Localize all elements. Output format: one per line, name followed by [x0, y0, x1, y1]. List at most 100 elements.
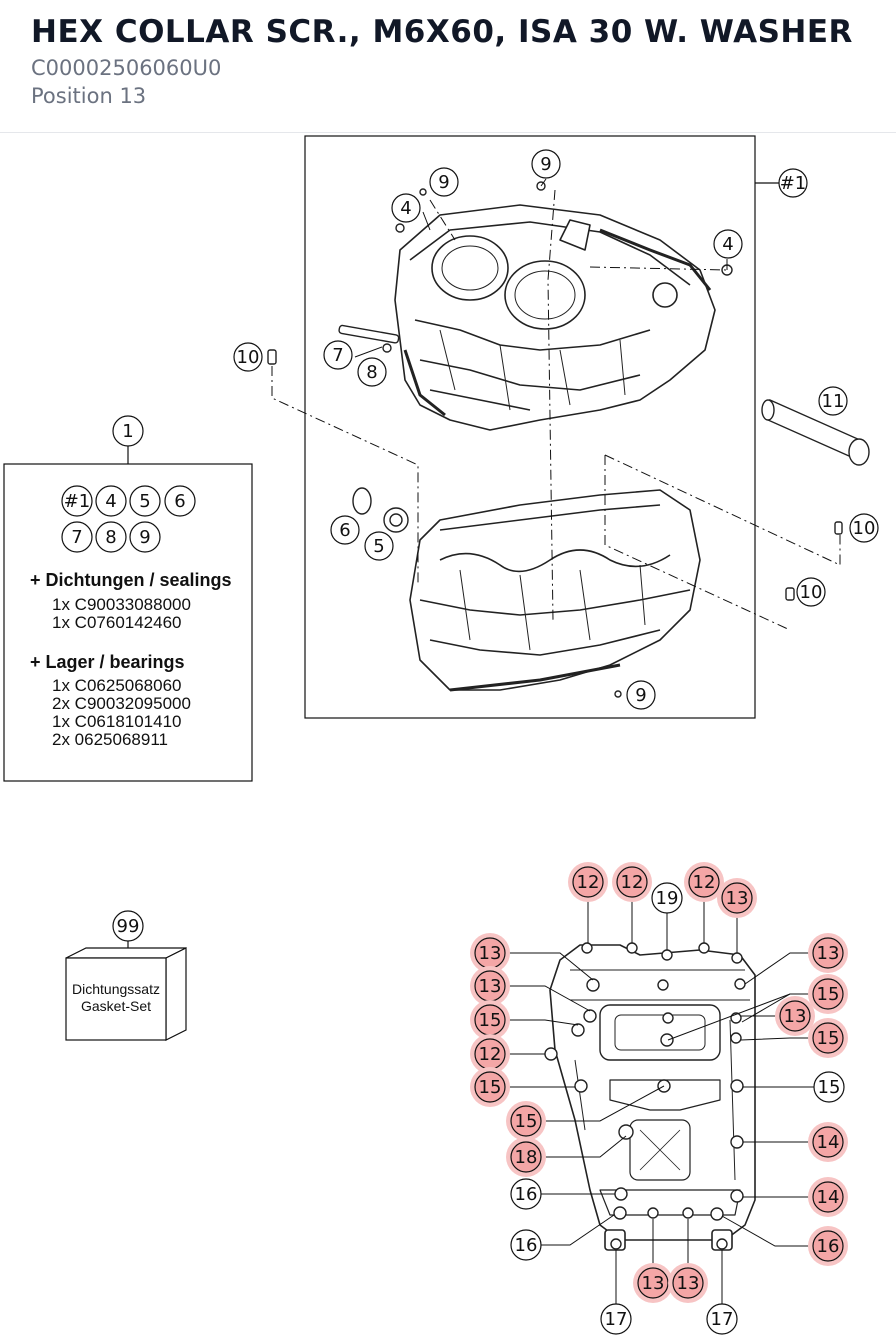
callout-assembly[interactable]: #1 [778, 168, 808, 198]
svg-text:4: 4 [105, 491, 116, 512]
callout-16[interactable]: 16 [510, 1178, 542, 1210]
callout-18-highlight[interactable]: 18 [506, 1137, 546, 1177]
svg-text:9: 9 [635, 685, 646, 706]
svg-text:16: 16 [515, 1235, 538, 1256]
callout-12-highlight[interactable]: 12 [612, 862, 652, 902]
callout-12-highlight[interactable]: 12 [568, 862, 608, 902]
lower-case-bottom-drawing [549, 944, 756, 1251]
callout-14-highlight[interactable]: 14 [808, 1122, 848, 1162]
svg-text:18: 18 [515, 1147, 538, 1168]
callout-15-highlight[interactable]: 15 [808, 974, 848, 1014]
svg-text:13: 13 [817, 943, 840, 964]
kit-ref-5[interactable]: 5 [129, 485, 161, 517]
svg-text:10: 10 [237, 347, 260, 368]
svg-text:5: 5 [139, 491, 150, 512]
svg-text:7: 7 [71, 527, 82, 548]
callout-10[interactable]: 10 [849, 513, 879, 543]
callout-13-highlight[interactable]: 13 [775, 996, 815, 1036]
kit-ref-7[interactable]: 7 [61, 521, 93, 553]
svg-text:15: 15 [817, 984, 840, 1005]
svg-text:14: 14 [817, 1132, 840, 1153]
sealing-item: 1x C90033088000 [52, 595, 191, 614]
kit-box: 1 #1 4 5 6 7 8 9 + Dichtungen / sealings… [3, 415, 253, 782]
callout-8[interactable]: 8 [357, 357, 387, 387]
callout-1[interactable]: 1 [112, 415, 144, 447]
callout-11[interactable]: 11 [818, 386, 848, 416]
callout-17[interactable]: 17 [600, 1303, 632, 1335]
kit-ref-assembly[interactable]: #1 [61, 485, 93, 517]
gasket-set-label-de: Dichtungssatz [72, 981, 160, 997]
svg-text:15: 15 [515, 1111, 538, 1132]
callout-4[interactable]: 4 [391, 193, 421, 223]
kit-ref-9[interactable]: 9 [129, 521, 161, 553]
callout-13-highlight[interactable]: 13 [808, 933, 848, 973]
callout-15[interactable]: 15 [813, 1071, 845, 1103]
gasket-set: 99 Dichtungssatz Gasket-Set [65, 910, 187, 1041]
svg-text:1: 1 [122, 421, 133, 442]
callout-13-highlight[interactable]: 13 [668, 1263, 708, 1303]
svg-text:19: 19 [656, 888, 679, 909]
svg-text:17: 17 [711, 1309, 734, 1330]
callout-17[interactable]: 17 [706, 1303, 738, 1335]
dash-leaders [271, 189, 841, 631]
svg-text:#1: #1 [64, 491, 91, 512]
callout-9[interactable]: 9 [531, 149, 561, 179]
callout-5[interactable]: 5 [364, 531, 394, 561]
svg-text:15: 15 [479, 1010, 502, 1031]
svg-text:13: 13 [677, 1273, 700, 1294]
bearing-item: 2x C90032095000 [52, 694, 191, 713]
callout-12-highlight[interactable]: 12 [684, 862, 724, 902]
callout-7[interactable]: 7 [323, 340, 353, 370]
callout-16-highlight[interactable]: 16 [808, 1226, 848, 1266]
svg-text:13: 13 [784, 1006, 807, 1027]
kit-ref-4[interactable]: 4 [95, 485, 127, 517]
bearing-item: 2x 0625068911 [52, 730, 168, 749]
callout-13-highlight[interactable]: 13 [470, 933, 510, 973]
callout-16[interactable]: 16 [510, 1229, 542, 1261]
callout-19[interactable]: 19 [651, 882, 683, 914]
svg-text:13: 13 [479, 943, 502, 964]
callout-14-highlight[interactable]: 14 [808, 1177, 848, 1217]
svg-text:#1: #1 [780, 173, 807, 194]
callout-4[interactable]: 4 [713, 229, 743, 259]
svg-text:12: 12 [479, 1044, 502, 1065]
kit-ref-6[interactable]: 6 [164, 485, 196, 517]
kit-ref-8[interactable]: 8 [95, 521, 127, 553]
position-label: Position 13 [31, 84, 147, 108]
svg-text:9: 9 [438, 172, 449, 193]
svg-text:15: 15 [479, 1077, 502, 1098]
svg-text:9: 9 [139, 527, 150, 548]
callout-15-highlight[interactable]: 15 [506, 1101, 546, 1141]
callout-10[interactable]: 10 [233, 342, 263, 372]
svg-text:4: 4 [722, 234, 733, 255]
svg-text:4: 4 [400, 198, 411, 219]
sealing-item: 1x C0760142460 [52, 613, 182, 632]
lower-crankcase-drawing [409, 489, 701, 692]
callout-12-highlight[interactable]: 12 [470, 1034, 510, 1074]
svg-text:13: 13 [479, 976, 502, 997]
svg-text:15: 15 [817, 1028, 840, 1049]
callout-13-highlight[interactable]: 13 [470, 966, 510, 1006]
callout-15-highlight[interactable]: 15 [470, 1067, 510, 1107]
svg-text:8: 8 [105, 527, 116, 548]
callout-15-highlight[interactable]: 15 [808, 1018, 848, 1058]
svg-text:16: 16 [515, 1184, 538, 1205]
callout-13-highlight[interactable]: 13 [717, 878, 757, 918]
bolt-heads [544, 942, 746, 1250]
callout-99[interactable]: 99 [112, 910, 144, 942]
svg-text:10: 10 [853, 518, 876, 539]
callout-6[interactable]: 6 [330, 515, 360, 545]
callout-10[interactable]: 10 [796, 577, 826, 607]
upper-leader-lines [354, 178, 728, 358]
svg-text:6: 6 [339, 520, 350, 541]
bearings-heading: + Lager / bearings [30, 652, 185, 672]
gasket-set-label-en: Gasket-Set [81, 998, 151, 1014]
callout-13-highlight[interactable]: 13 [633, 1263, 673, 1303]
svg-text:7: 7 [332, 345, 343, 366]
svg-text:9: 9 [540, 154, 551, 175]
callout-15-highlight[interactable]: 15 [470, 1000, 510, 1040]
svg-text:17: 17 [605, 1309, 628, 1330]
callout-9[interactable]: 9 [429, 167, 459, 197]
callout-9[interactable]: 9 [626, 680, 656, 710]
